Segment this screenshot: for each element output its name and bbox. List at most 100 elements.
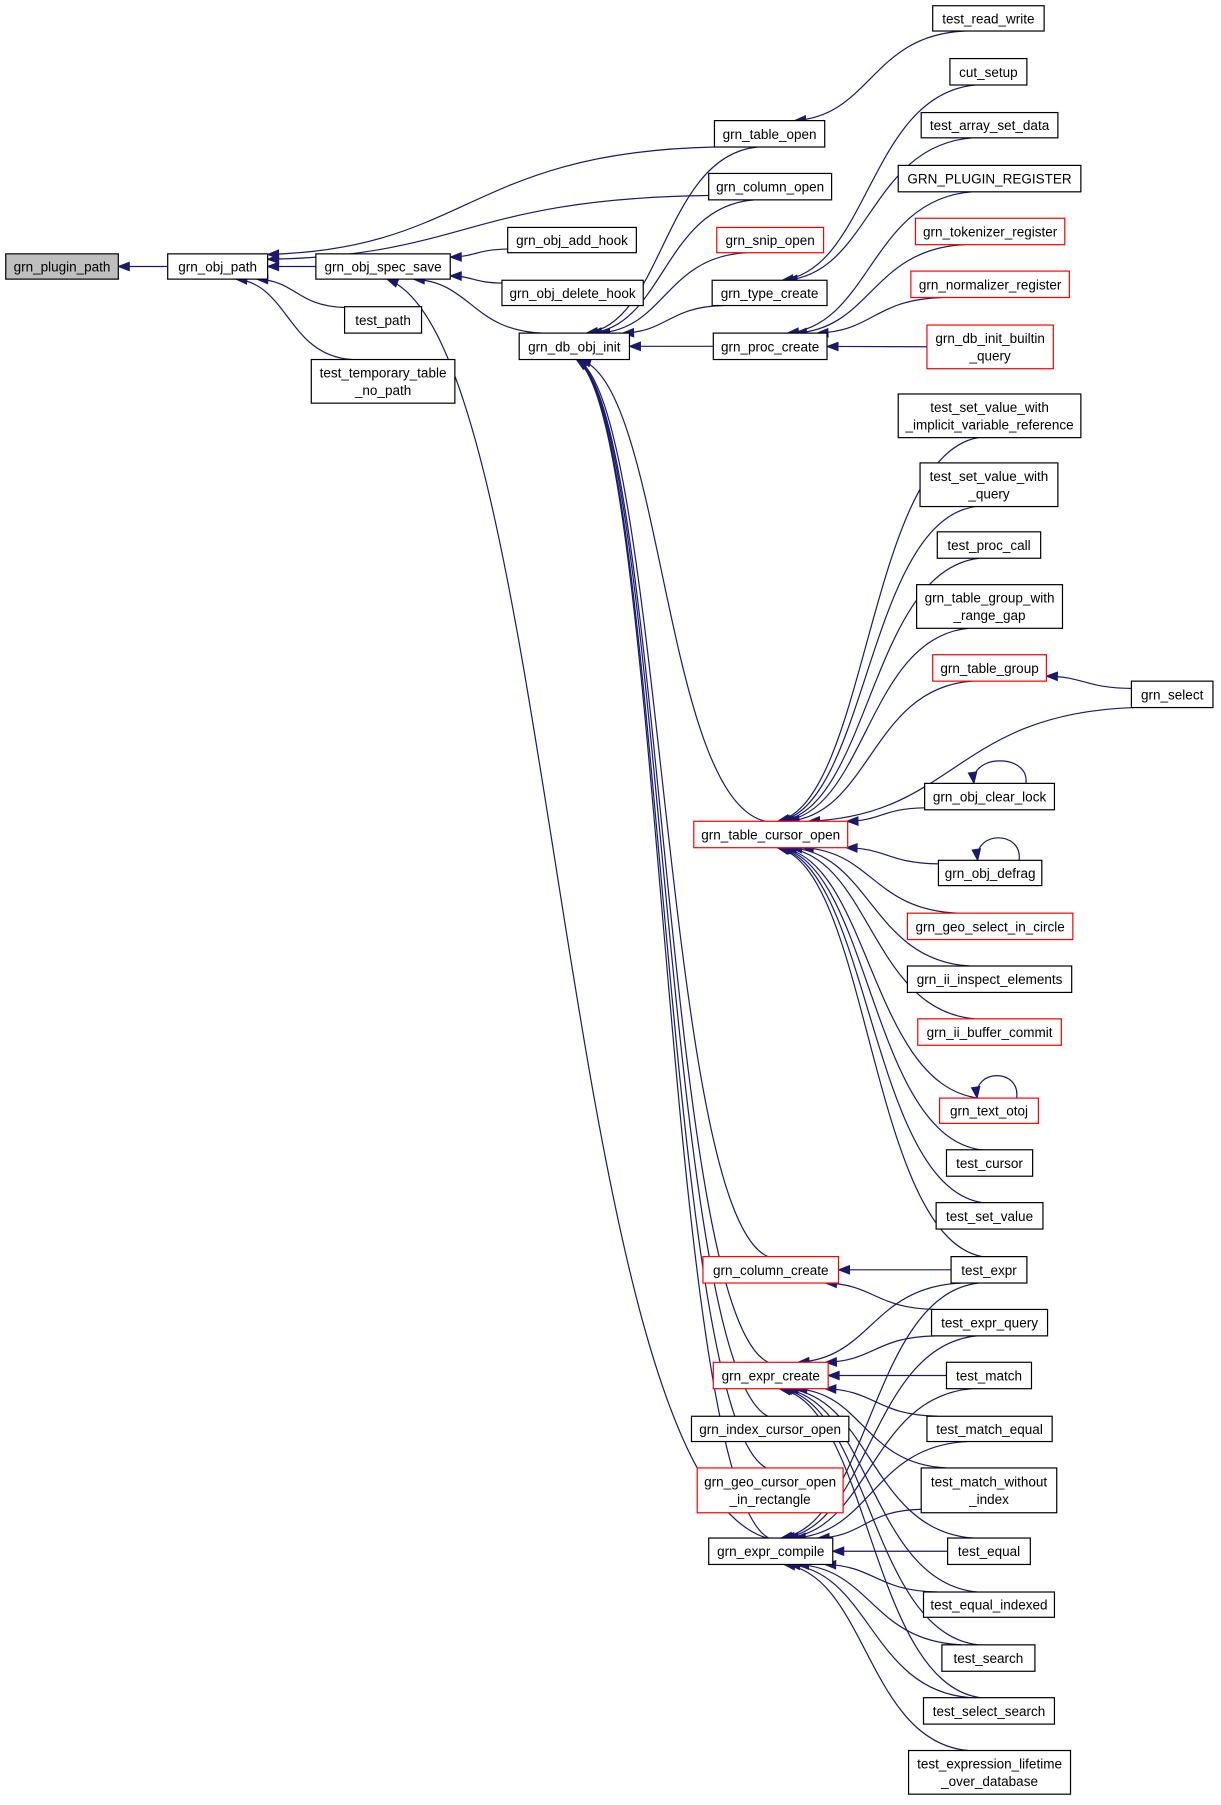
node-box[interactable]: [1130, 680, 1214, 709]
node-box[interactable]: [920, 111, 1059, 139]
node-box[interactable]: [945, 1361, 1033, 1390]
node-box[interactable]: [708, 1537, 834, 1566]
node-test_match_equal[interactable]: test_match_equal: [926, 1415, 1053, 1443]
node-box[interactable]: [947, 1537, 1031, 1566]
node-box[interactable]: [930, 1308, 1049, 1337]
node-box[interactable]: [949, 57, 1028, 86]
node-box[interactable]: [950, 1256, 1028, 1284]
node-box[interactable]: [167, 253, 269, 280]
node-box[interactable]: [938, 1097, 1039, 1124]
node-grn_obj_defrag[interactable]: grn_obj_defrag: [937, 859, 1043, 887]
node-test_array_set_data[interactable]: test_array_set_data: [920, 111, 1059, 139]
node-grn_table_open[interactable]: grn_table_open: [713, 120, 826, 148]
node-box[interactable]: [926, 324, 1054, 370]
node-box[interactable]: [941, 1644, 1036, 1672]
node-grn_select[interactable]: grn_select: [1130, 680, 1214, 709]
node-box[interactable]: [310, 358, 456, 404]
node-test_cursor[interactable]: test_cursor: [945, 1149, 1034, 1177]
node-test_search[interactable]: test_search: [941, 1644, 1036, 1672]
node-box[interactable]: [945, 1149, 1034, 1177]
node-grn_obj_path[interactable]: grn_obj_path: [167, 253, 269, 280]
node-grn_tokenizer_register[interactable]: grn_tokenizer_register: [914, 217, 1066, 246]
node-box[interactable]: [920, 1467, 1058, 1514]
node-grn_expr_create[interactable]: grn_expr_create: [712, 1361, 829, 1390]
node-box[interactable]: [916, 584, 1064, 629]
node-box[interactable]: [917, 1018, 1062, 1046]
node-box[interactable]: [922, 1697, 1056, 1725]
node-test_select_search[interactable]: test_select_search: [922, 1697, 1056, 1725]
node-test_read_write[interactable]: test_read_write: [932, 5, 1045, 32]
node-grn_index_cursor_open[interactable]: grn_index_cursor_open: [690, 1415, 850, 1443]
node-grn_ii_inspect_elements[interactable]: grn_ii_inspect_elements: [906, 965, 1073, 994]
node-test_expr[interactable]: test_expr: [950, 1256, 1028, 1284]
node-test_equal_indexed[interactable]: test_equal_indexed: [922, 1591, 1056, 1618]
node-box[interactable]: [926, 1415, 1053, 1443]
node-box[interactable]: [315, 253, 451, 280]
node-box[interactable]: [702, 1256, 840, 1284]
node-GRN_PLUGIN_REGISTER[interactable]: GRN_PLUGIN_REGISTER: [897, 164, 1082, 193]
node-grn_db_init_builtin_query[interactable]: grn_db_init_builtin_query: [926, 324, 1054, 370]
node-test_set_value[interactable]: test_set_value: [935, 1202, 1044, 1230]
node-grn_obj_spec_save[interactable]: grn_obj_spec_save: [315, 253, 451, 280]
node-box[interactable]: [910, 270, 1070, 299]
node-grn_db_obj_init[interactable]: grn_db_obj_init: [518, 332, 631, 361]
node-grn_snip_open[interactable]: grn_snip_open: [716, 226, 825, 254]
node-grn_geo_cursor_open_in_rectangle[interactable]: grn_geo_cursor_open_in_rectangle: [696, 1467, 844, 1514]
node-grn_column_create[interactable]: grn_column_create: [702, 1256, 840, 1284]
node-box[interactable]: [712, 332, 828, 361]
node-grn_expr_compile[interactable]: grn_expr_compile: [708, 1537, 834, 1566]
node-test_path[interactable]: test_path: [343, 306, 423, 334]
node-box[interactable]: [906, 965, 1073, 994]
node-box[interactable]: [696, 1467, 844, 1514]
node-box[interactable]: [690, 1415, 850, 1443]
node-box[interactable]: [713, 120, 826, 148]
node-box[interactable]: [932, 5, 1045, 32]
node-grn_column_open[interactable]: grn_column_open: [708, 172, 833, 201]
node-grn_obj_clear_lock[interactable]: grn_obj_clear_lock: [924, 782, 1056, 811]
node-test_expr_query[interactable]: test_expr_query: [930, 1308, 1049, 1337]
node-test_equal[interactable]: test_equal: [947, 1537, 1031, 1566]
node-grn_proc_create[interactable]: grn_proc_create: [712, 332, 828, 361]
node-grn_text_otoj[interactable]: grn_text_otoj: [938, 1097, 1039, 1124]
node-grn_plugin_path[interactable]: grn_plugin_path: [5, 253, 119, 280]
node-test_proc_call[interactable]: test_proc_call: [936, 531, 1042, 559]
node-test_match_without_index[interactable]: test_match_without_index: [920, 1467, 1058, 1514]
node-box[interactable]: [343, 306, 423, 334]
node-grn_geo_select_in_circle[interactable]: grn_geo_select_in_circle: [906, 912, 1074, 941]
node-test_match[interactable]: test_match: [945, 1361, 1033, 1390]
node-box[interactable]: [922, 1591, 1056, 1618]
node-box[interactable]: [5, 253, 119, 280]
node-test_set_value_with_query[interactable]: test_set_value_with_query: [919, 462, 1059, 508]
node-box[interactable]: [897, 164, 1082, 193]
node-grn_table_group_with_range_gap[interactable]: grn_table_group_with_range_gap: [916, 584, 1064, 629]
node-box[interactable]: [907, 1749, 1072, 1795]
node-box[interactable]: [711, 279, 828, 307]
node-box[interactable]: [935, 1202, 1044, 1230]
node-box[interactable]: [932, 654, 1048, 682]
node-box[interactable]: [936, 531, 1042, 559]
node-box[interactable]: [693, 820, 849, 849]
node-box[interactable]: [518, 332, 631, 361]
node-box[interactable]: [712, 1361, 829, 1390]
node-box[interactable]: [906, 912, 1074, 941]
node-box[interactable]: [897, 393, 1082, 439]
node-grn_obj_add_hook[interactable]: grn_obj_add_hook: [507, 226, 637, 254]
node-box[interactable]: [501, 279, 644, 307]
node-box[interactable]: [708, 172, 833, 201]
node-grn_ii_buffer_commit[interactable]: grn_ii_buffer_commit: [917, 1018, 1062, 1046]
node-grn_type_create[interactable]: grn_type_create: [711, 279, 828, 307]
node-grn_normalizer_register[interactable]: grn_normalizer_register: [910, 270, 1070, 299]
node-grn_table_cursor_open[interactable]: grn_table_cursor_open: [693, 820, 849, 849]
node-cut_setup[interactable]: cut_setup: [949, 57, 1028, 86]
node-grn_obj_delete_hook[interactable]: grn_obj_delete_hook: [501, 279, 644, 307]
node-test_temporary_table_no_path[interactable]: test_temporary_table_no_path: [310, 358, 456, 404]
node-box[interactable]: [937, 859, 1043, 887]
node-box[interactable]: [924, 782, 1056, 811]
node-test_expression_lifetime_over_database[interactable]: test_expression_lifetime_over_database: [907, 1749, 1072, 1795]
node-box[interactable]: [919, 462, 1059, 508]
node-box[interactable]: [716, 226, 825, 254]
node-test_set_value_with_implicit_variable_reference[interactable]: test_set_value_with_implicit_variable_re…: [897, 393, 1082, 439]
node-box[interactable]: [507, 226, 637, 254]
node-grn_table_group[interactable]: grn_table_group: [932, 654, 1048, 682]
node-box[interactable]: [914, 217, 1066, 246]
